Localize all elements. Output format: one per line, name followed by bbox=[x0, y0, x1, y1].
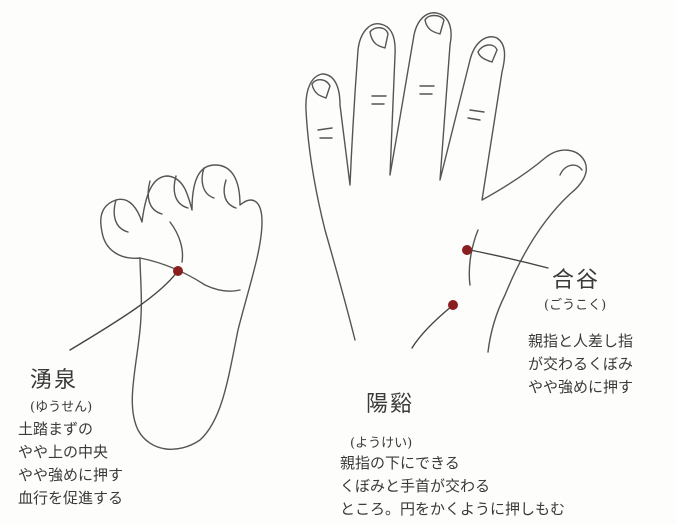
hand-leader-goukoku bbox=[469, 249, 549, 269]
yusen-line-1: 土踏まずの bbox=[18, 420, 94, 438]
foot-leader bbox=[69, 271, 178, 351]
hand-sketch bbox=[305, 12, 587, 353]
yusen-line-4: 血行を促進する bbox=[18, 489, 124, 507]
palm-crease bbox=[468, 229, 479, 286]
yusen-line-2: やや上の中央 bbox=[18, 443, 109, 461]
yokei-line-2: くぼみと手首が交わる bbox=[340, 477, 491, 495]
goukoku-reading: (ごうこく) bbox=[544, 298, 607, 313]
thumb-nail bbox=[559, 164, 583, 176]
arch-line bbox=[169, 221, 184, 263]
toe-line-3 bbox=[173, 175, 189, 209]
pinky-nail bbox=[311, 79, 331, 99]
goukoku-line-1: 親指と人差し指 bbox=[528, 332, 634, 350]
toe-line-4 bbox=[201, 167, 215, 199]
yusen-title: 湧泉 bbox=[30, 368, 79, 393]
knuckle-creases bbox=[317, 85, 485, 139]
yokei-reading: (ようけい) bbox=[350, 436, 413, 451]
goukoku-line-3: やや強めに押す bbox=[528, 378, 634, 396]
middle-nail bbox=[424, 14, 445, 35]
goukoku-line-2: が交わるくぼみ bbox=[528, 355, 634, 373]
index-nail bbox=[477, 44, 498, 63]
yokei-description: 親指の下にできる くぼみと手首が交わる ところ。円をかくように押しもむ bbox=[340, 452, 565, 521]
goukoku-title: 合谷 bbox=[552, 268, 601, 293]
toe-line-2 bbox=[147, 180, 163, 215]
foot-outline bbox=[100, 164, 263, 450]
yokei-line-1: 親指の下にできる bbox=[340, 454, 460, 472]
yusen-description: 土踏まずの やや上の中央 やや強めに押す 血行を促進する bbox=[18, 418, 123, 510]
hand-leader-yokei bbox=[411, 305, 453, 349]
yokei-line-3: ところ。円をかくように押しもむ bbox=[340, 500, 566, 518]
yokei-title: 陽谿 bbox=[366, 392, 415, 417]
ball-crease bbox=[139, 257, 241, 292]
toe-line-1 bbox=[113, 199, 129, 233]
hand-outline bbox=[305, 12, 587, 353]
yokei-point bbox=[448, 300, 458, 310]
yusen-line-3: やや強めに押す bbox=[18, 466, 124, 484]
goukoku-description: 親指と人差し指 が交わるくぼみ やや強めに押す bbox=[528, 330, 633, 399]
yusen-reading: (ゆうせん) bbox=[30, 400, 93, 415]
foot-sole-sketch bbox=[69, 164, 263, 450]
yusen-point bbox=[173, 266, 183, 276]
goukoku-point bbox=[462, 245, 472, 255]
toe-line-5 bbox=[223, 179, 237, 209]
ring-nail bbox=[369, 27, 389, 49]
